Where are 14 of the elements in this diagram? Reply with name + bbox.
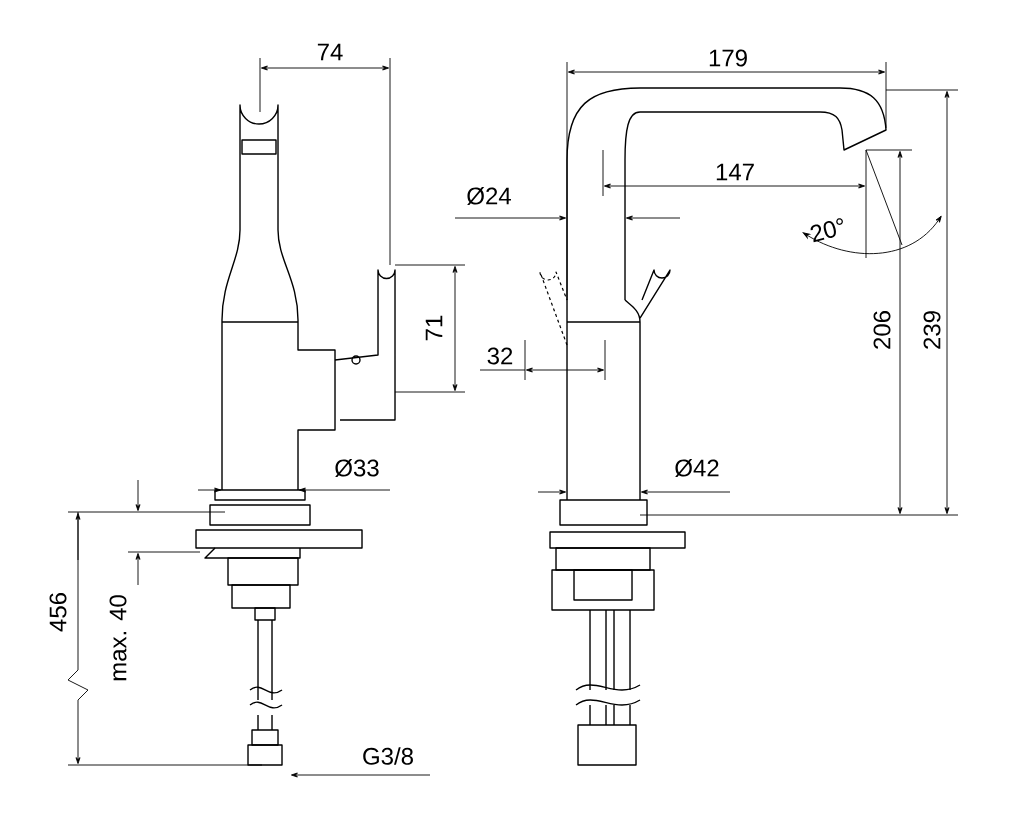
dimension-label: 179 [709, 49, 747, 67]
dimension-label: Ø24 [467, 187, 511, 205]
dimension-label: 456 [49, 593, 67, 632]
dimension-label: 206 [873, 311, 891, 349]
dimension-label: 32 [487, 347, 513, 365]
dimension-label: Ø33 [335, 459, 379, 477]
dimension-label: 74 [317, 43, 343, 61]
dimension-label: Ø42 [675, 459, 719, 477]
dimension-label: 71 [425, 315, 443, 341]
dimension-label: max. 40 [109, 595, 127, 681]
dimension-label: 239 [923, 311, 941, 349]
dimension-label: 147 [716, 163, 754, 181]
dimension-label: 20° [810, 218, 843, 243]
dimension-label: G3/8 [363, 747, 413, 765]
